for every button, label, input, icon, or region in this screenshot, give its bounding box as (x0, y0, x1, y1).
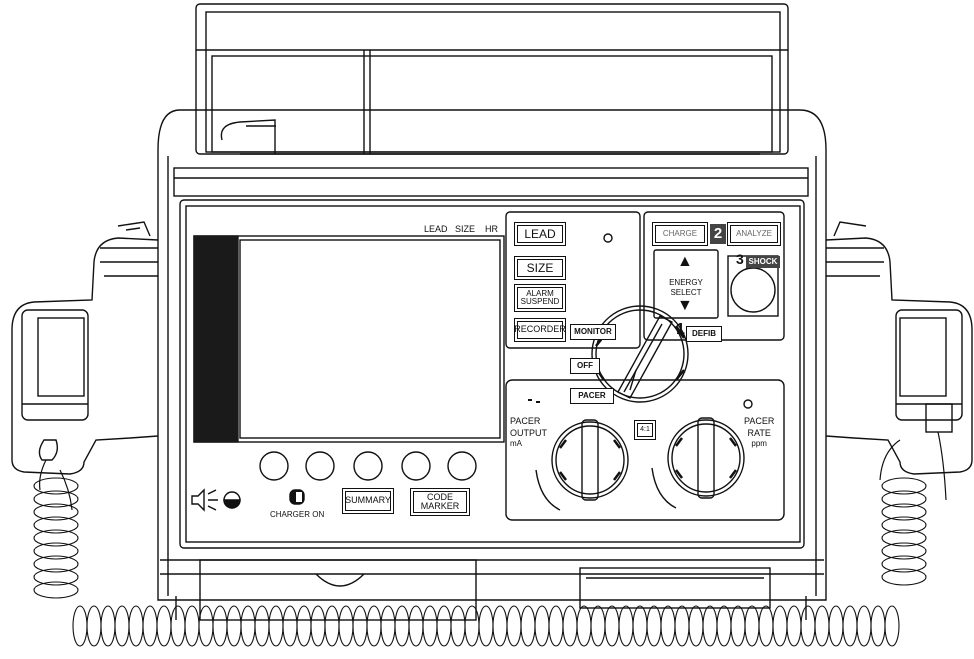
right-cable (879, 431, 947, 501)
off-label: OFF (570, 358, 600, 374)
ratio-button[interactable]: 4:1 (634, 420, 656, 440)
step-2-badge: 2 (710, 224, 726, 244)
screen-header-lead: LEAD (424, 224, 448, 234)
carry-handle (195, 3, 789, 155)
pacer-led-icon (743, 399, 753, 409)
monitor-label: MONITOR (570, 324, 616, 340)
recorder-button[interactable]: RECORDER (514, 318, 566, 342)
pacer-output-knob (535, 419, 629, 511)
ecg-screen (193, 235, 505, 443)
soft-keys (259, 451, 477, 481)
pacer-label: PACER (570, 388, 614, 404)
pacer-rate-knob (651, 417, 745, 509)
size-button[interactable]: SIZE (514, 256, 566, 280)
softkey-5[interactable] (447, 451, 477, 481)
step-3-badge: 3 (736, 251, 744, 267)
summary-button[interactable]: SUMMARY (342, 488, 394, 514)
device-body (157, 109, 827, 621)
energy-select-up-icon[interactable]: ▲ (677, 253, 693, 270)
right-paddle (825, 221, 973, 475)
step-1-badge: 1 (676, 321, 685, 338)
charger-indicator-icon (289, 489, 305, 505)
pacer-panel (505, 379, 785, 521)
left-paddle (11, 221, 159, 475)
screen-header-size: SIZE (455, 224, 476, 234)
shock-button-ring (730, 267, 776, 313)
softkey-4[interactable] (401, 451, 431, 481)
status-led-icon (603, 233, 613, 243)
analyze-button[interactable]: ANALYZE (727, 222, 781, 246)
softkey-1[interactable] (259, 451, 289, 481)
charge-button[interactable]: CHARGE (652, 222, 708, 246)
mode-dial (591, 305, 689, 403)
defib-label: DEFIB (686, 326, 722, 342)
speaker-icon (191, 488, 241, 512)
energy-select-down-icon[interactable]: ▼ (677, 297, 693, 314)
lead-button[interactable]: LEAD (514, 222, 566, 246)
key-panel (505, 211, 641, 349)
screen-header-hr: HR (485, 224, 498, 234)
shock-label: SHOCK (746, 256, 780, 268)
softkey-3[interactable] (353, 451, 383, 481)
softkey-2[interactable] (305, 451, 335, 481)
charger-on-label: CHARGER ON (270, 510, 325, 519)
